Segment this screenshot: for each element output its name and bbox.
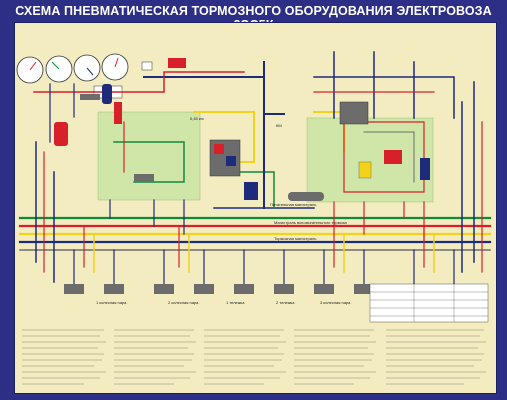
reservoir xyxy=(288,192,324,201)
bogie-label-c1: 1 тележка xyxy=(226,300,245,305)
reservoir xyxy=(102,84,112,104)
legend-area xyxy=(22,329,486,385)
reservoir xyxy=(54,122,68,146)
bogie-label-c2: 2 тележка xyxy=(276,300,295,305)
bogie-label-1: 1 колесная пара xyxy=(96,300,127,305)
compressor-block xyxy=(339,101,369,125)
line-label-brake: Магистраль вспомогательного тормоза xyxy=(274,220,347,225)
bogie-label-3: 3 колесная пара xyxy=(320,300,351,305)
pipelines xyxy=(18,51,492,291)
section-label: КМ xyxy=(276,123,282,128)
pneumatic-diagram: 1 колесная пара 2 колесная пара 1 тележк… xyxy=(16,51,492,385)
pressure-gauges xyxy=(16,53,129,84)
gauge-note: 0,45 кгс xyxy=(190,116,204,121)
control-zone-left xyxy=(97,111,201,201)
bogie-label-2: 2 колесная пара xyxy=(168,300,199,305)
spec-table xyxy=(369,283,489,323)
line-label-main: Тормозная магистраль xyxy=(274,236,316,241)
line-label-feed: Питательная магистраль xyxy=(270,202,316,207)
